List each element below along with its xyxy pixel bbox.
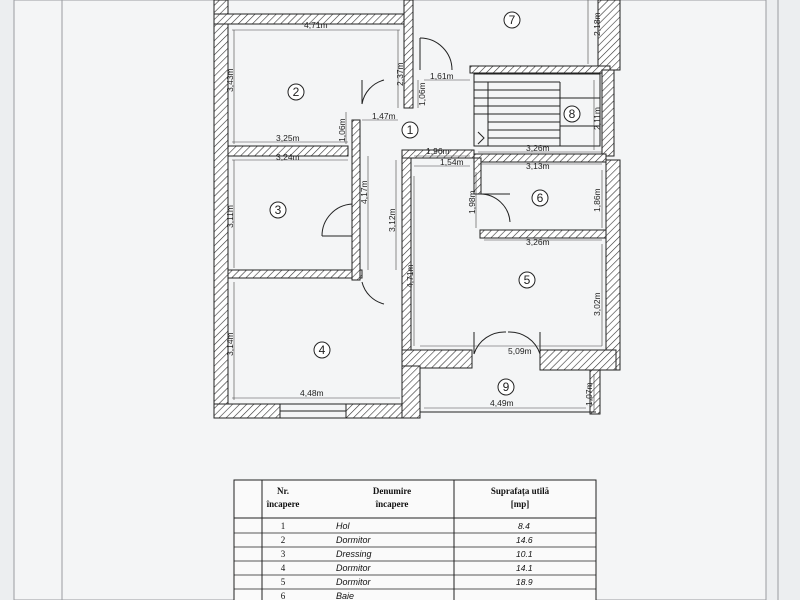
dim-label: 5,09m — [508, 346, 532, 356]
room-number-2: 2 — [293, 85, 300, 99]
room-number-5: 5 — [524, 273, 531, 287]
room-number-9: 9 — [503, 380, 510, 394]
dim-label: 3,11m — [225, 205, 235, 228]
room-number-7: 7 — [509, 13, 516, 27]
table-header-name: Denumire — [373, 486, 411, 496]
table-cell-area: 14.1 — [516, 563, 533, 573]
dim-label: 1,06m — [417, 82, 427, 106]
table-cell-name: Baie — [336, 591, 354, 600]
dim-label: 3,24m — [276, 152, 300, 162]
room-markers — [269, 11, 581, 396]
dim-label: 3,25m — [276, 133, 300, 143]
dim-label: 1,06m — [337, 118, 347, 142]
table-cell-area: 14.6 — [516, 535, 533, 545]
door-swings — [321, 37, 541, 355]
dim-label: 1,96m — [426, 146, 450, 156]
dim-label: 2,11m — [592, 107, 602, 130]
dim-label: 4,48m — [300, 388, 324, 398]
dim-label: 4,17m — [359, 180, 369, 204]
dim-label: 1,54m — [440, 157, 464, 167]
dim-label: 4,71m — [304, 20, 328, 30]
dim-label: 3,02m — [592, 292, 602, 316]
table-header-area: Suprafața utilă — [491, 486, 550, 496]
dim-label: 3,26m — [526, 143, 550, 153]
room-area-table: Nr. încapere Denumire încapere Suprafața… — [233, 479, 597, 600]
table-cell-nr: 4 — [281, 563, 286, 573]
table-cell-name: Dormitor — [336, 577, 372, 587]
room-number-3: 3 — [275, 203, 282, 217]
table-cell-area: 10.1 — [516, 549, 533, 559]
dim-label: 3,12m — [387, 208, 397, 232]
table-header-area-2: [mp] — [511, 499, 530, 509]
table-cell-nr: 5 — [281, 577, 286, 587]
dim-label: 3,43m — [225, 68, 235, 92]
dim-label: 2,18m — [592, 12, 602, 36]
table-cell-area: 8.4 — [518, 521, 530, 531]
dim-label: 3,14m — [225, 332, 235, 356]
table-cell-nr: 6 — [281, 591, 286, 600]
table-cell-name: Dormitor — [336, 535, 372, 545]
staircase — [473, 73, 601, 147]
table-header-nr-2: încapere — [266, 499, 300, 509]
room-number-8: 8 — [569, 107, 576, 121]
table-header-name-2: încapere — [375, 499, 409, 509]
dimension-labels: 4,71m 3,43m 2,37m 1,06m 1,61m 1,47m 1,06… — [225, 12, 602, 408]
room-numbers: 1 2 3 4 5 6 7 8 9 — [275, 13, 576, 394]
table-cell-nr: 2 — [281, 535, 286, 545]
dim-label: 3,26m — [526, 237, 550, 247]
dim-label: 1,86m — [592, 188, 602, 212]
table-cell-area: 18.9 — [516, 577, 533, 587]
table-cell-name: Dormitor — [336, 563, 372, 573]
dim-label: 1,47m — [372, 111, 396, 121]
walls — [213, 0, 621, 419]
window-room-4 — [279, 403, 347, 419]
dim-label: 4,71m — [405, 264, 415, 288]
room-number-6: 6 — [537, 191, 544, 205]
room-number-1: 1 — [407, 123, 414, 137]
table-cell-name: Dressing — [336, 549, 372, 559]
table-cell-nr: 1 — [281, 521, 286, 531]
dim-label: 2,37m — [395, 62, 405, 86]
dim-label: 4,49m — [490, 398, 514, 408]
dim-label: 1,61m — [430, 71, 454, 81]
dim-label: 1,07m — [584, 382, 594, 406]
dim-label: 1,98m — [467, 190, 477, 214]
room-number-4: 4 — [319, 343, 326, 357]
dimension-lines — [232, 0, 603, 410]
table-header-nr: Nr. — [277, 486, 289, 496]
dim-label: 3,13m — [526, 161, 550, 171]
table-cell-name: Hol — [336, 521, 351, 531]
table-cell-nr: 3 — [281, 549, 286, 559]
